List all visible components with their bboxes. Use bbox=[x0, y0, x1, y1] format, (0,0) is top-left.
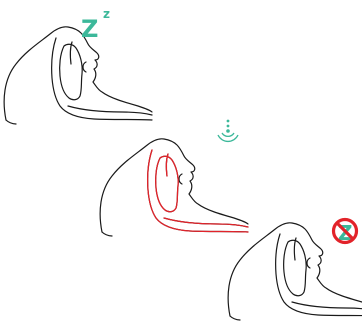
snore-z-large: Z bbox=[81, 15, 98, 43]
no-snoring-icon: Z bbox=[334, 220, 357, 246]
snore-z-icon: Z z bbox=[81, 7, 110, 43]
head-panel-no-snoring: Z bbox=[228, 220, 362, 321]
snore-z-small: z bbox=[103, 7, 110, 21]
head-panel-obstruction bbox=[100, 120, 248, 236]
obstructed-head-outline bbox=[100, 139, 248, 236]
head-panel-normal: Z z bbox=[4, 7, 152, 124]
airway-highlight bbox=[148, 150, 248, 232]
sleeping-head-outline bbox=[4, 27, 152, 124]
sound-waves-icon bbox=[218, 120, 238, 142]
